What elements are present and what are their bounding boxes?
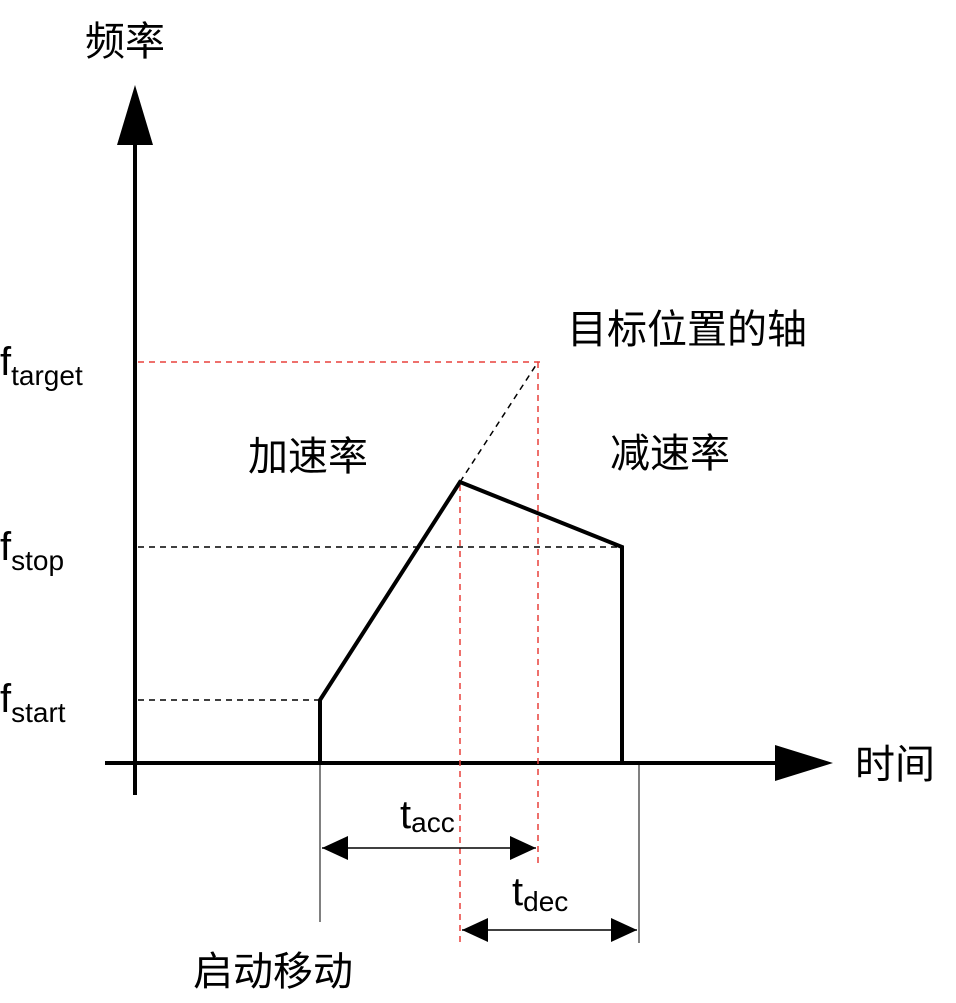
f-start-label: fstart <box>0 677 66 728</box>
accel-rate-label: 加速率 <box>248 434 368 480</box>
accel-extension-line <box>459 361 539 483</box>
f-target-label: ftarget <box>0 340 83 391</box>
f-stop-label: fstop <box>0 525 64 576</box>
x-axis-label: 时间 <box>855 742 935 788</box>
t-dec-label: tdec <box>512 870 568 917</box>
t-acc-label: tacc <box>400 793 455 838</box>
t-dec-arrow-right-head <box>611 918 637 942</box>
t-dec-subscript: dec <box>523 886 568 917</box>
y-axis-arrow <box>117 85 153 145</box>
y-axis-label: 频率 <box>85 19 165 65</box>
t-dec-arrow-left-head <box>462 918 488 942</box>
f-start-subscript: start <box>11 697 66 728</box>
t-acc-subscript: acc <box>411 807 455 838</box>
t-acc-symbol: t <box>400 793 411 837</box>
f-start-symbol: f <box>0 677 12 721</box>
f-target-subscript: target <box>11 360 83 391</box>
x-axis-arrow <box>775 745 833 781</box>
f-stop-symbol: f <box>0 525 12 569</box>
frequency-profile <box>318 479 624 763</box>
decel-rate-label: 减速率 <box>610 431 730 477</box>
start-move-label: 启动移动 <box>193 949 353 995</box>
f-stop-subscript: stop <box>11 545 64 576</box>
target-axis-label: 目标位置的轴 <box>567 307 807 353</box>
t-acc-arrow-left-head <box>322 836 348 860</box>
f-target-symbol: f <box>0 340 12 384</box>
t-dec-symbol: t <box>512 870 523 914</box>
t-acc-arrow-right-head <box>510 836 536 860</box>
